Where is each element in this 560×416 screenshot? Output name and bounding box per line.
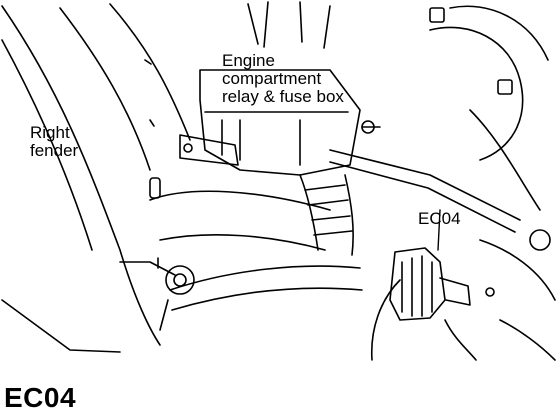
fuse-box-label-line-2: compartment — [222, 69, 322, 88]
right-fender-drawing — [1, 3, 191, 353]
bracket-drawing — [329, 120, 521, 233]
fuse-box-label-line-3: relay & fuse box — [222, 87, 344, 106]
right-fender-label-line-2: fender — [30, 141, 79, 160]
connector-label: EC04 — [418, 209, 461, 228]
ec04-connector-drawing — [389, 209, 495, 361]
right-fender-label-line-1: Right — [30, 123, 70, 142]
right-fender-label: Right fender — [30, 124, 78, 160]
page-code: EC04 — [4, 382, 77, 413]
fuse-box-label: Engine compartment relay & fuse box — [222, 52, 344, 106]
hoses-drawing — [149, 174, 401, 361]
ground-terminal-drawing — [119, 257, 195, 331]
fuse-box-label-line-1: Engine — [222, 51, 275, 70]
engine-detail-drawing — [429, 5, 556, 361]
